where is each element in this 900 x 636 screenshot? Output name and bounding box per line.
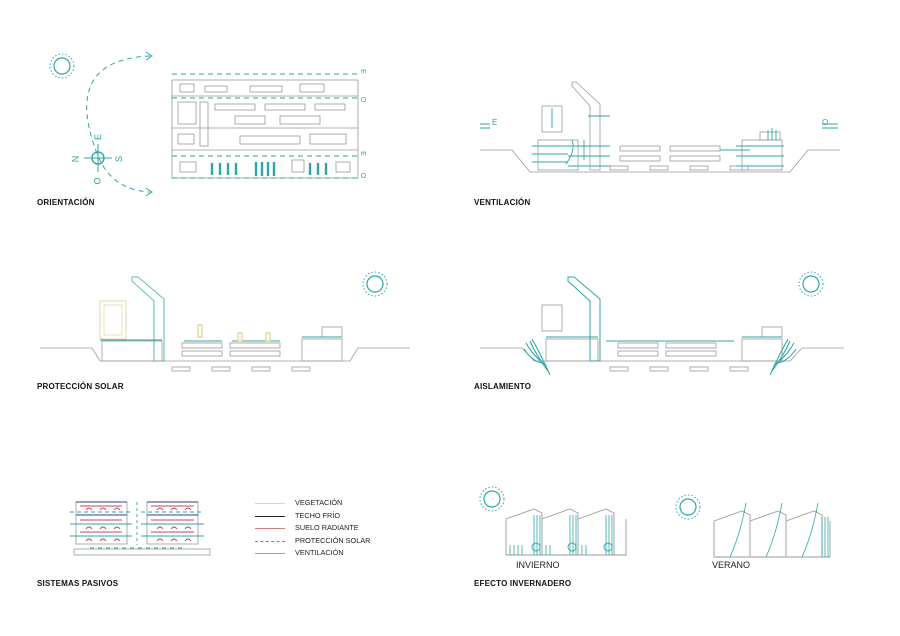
legend-swatch [255,515,285,517]
panel-efecto-invernadero: INVIERNO VERANO EFECTO INVERNADERO [450,395,900,636]
legend-label: VENTILACIÓN [295,548,344,557]
insulation-hatch [523,336,797,376]
axis-label-e-top: E [358,69,366,74]
floor-plan [171,79,359,179]
winter-section [505,508,627,556]
compass-e-label: E [93,133,104,141]
caption-proteccion-solar: PROTECCIÓN SOLAR [37,382,124,391]
caption-sistemas-pasivos: SISTEMAS PASIVOS [37,579,119,588]
sistemas-diagram [70,501,211,556]
aislamiento-diagram [480,271,844,376]
legend-label: TECHO FRÍO [295,510,340,520]
legend-swatch [255,503,285,504]
legend-swatch [255,528,285,529]
legend: VEGETACIÓN TECHO FRÍO SUELO RADIANTE PRO… [255,498,415,561]
label-invierno: INVIERNO [516,560,560,570]
panel-aislamiento: AISLAMIENTO [450,215,900,395]
legend-swatch [255,540,285,542]
sun-icon [479,486,701,520]
winter-hatch [509,515,613,555]
panel-sistemas-pasivos: VEGETACIÓN TECHO FRÍO SUELO RADIANTE PRO… [0,395,450,636]
panel-orientacion: N E S O E O E O ORIENTACIÓN [0,0,450,215]
label-verano: VERANO [712,560,751,570]
axis-label-o-top: O [359,96,367,103]
proteccion-diagram [40,271,410,372]
sun-icon [49,53,75,79]
summer-airflow [729,502,829,558]
wind-label-o: O [822,118,829,127]
section-proteccion [40,276,410,372]
wind-label-e: E [492,118,498,127]
compass-s-label: S [114,155,125,163]
ventilacion-diagram [480,81,840,173]
sun-icon [362,271,388,297]
legend-label: SUELO RADIANTE [295,523,359,532]
summer-section [713,510,831,558]
legend-swatch [255,553,285,554]
sun-icon [798,271,824,297]
panel-ventilacion: E O VENTILACIÓN [450,0,900,215]
caption-aislamiento: AISLAMIENTO [474,382,532,391]
compass-n-label: N [70,155,81,163]
axis-label-o-bottom: O [359,172,367,179]
legend-item-proteccion-solar: PROTECCIÓN SOLAR [255,536,415,549]
compass-o-label: O [92,177,103,185]
orientacion-diagram [49,51,359,197]
legend-item-techo-frio: TECHO FRÍO [255,511,415,524]
invernadero-diagram [479,486,831,558]
legend-item-suelo-radiante: SUELO RADIANTE [255,523,415,536]
section-ventilacion [480,81,840,173]
ventilation-arrows [532,108,784,167]
caption-efecto-invernadero: EFECTO INVERNADERO [474,579,572,588]
panel-proteccion-solar: PROTECCIÓN SOLAR [0,215,450,395]
caption-orientacion: ORIENTACIÓN [37,198,95,207]
section-aislamiento [480,304,844,372]
legend-label: PROTECCIÓN SOLAR [295,535,371,545]
legend-item-ventilacion: VENTILACIÓN [255,548,415,561]
caption-ventilacion: VENTILACIÓN [474,198,531,207]
compass-icon [84,144,112,172]
legend-item-vegetacion: VEGETACIÓN [255,498,415,511]
legend-label: VEGETACIÓN [295,498,343,507]
axis-label-e-bottom: E [358,151,366,156]
